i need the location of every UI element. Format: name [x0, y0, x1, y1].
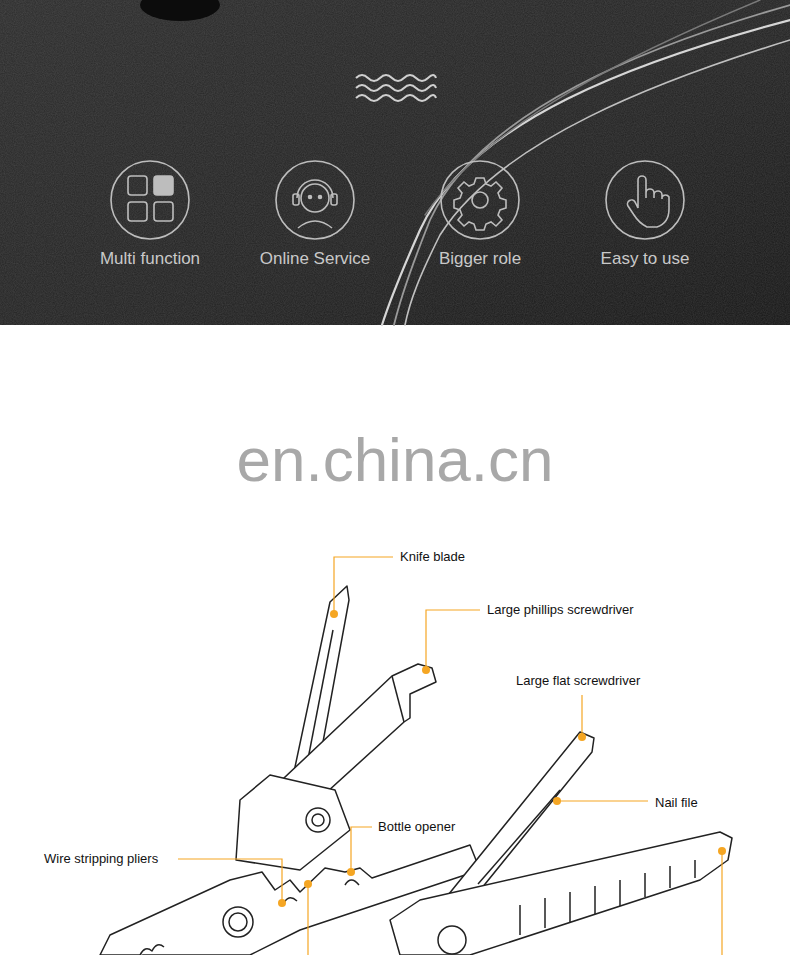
wave-icon	[356, 75, 436, 101]
wires	[382, 0, 790, 325]
part-name: Wire stripping pliers	[44, 851, 158, 866]
feature-label: Easy to use	[601, 249, 690, 269]
part-name: Nail file	[655, 795, 698, 810]
feature-label: Multi function	[100, 249, 200, 269]
multitool-drawing	[100, 586, 732, 955]
part-name: Bottle opener	[378, 819, 455, 834]
part-name: Knife blade	[400, 549, 465, 564]
feature-icons	[111, 161, 684, 239]
watermark: en.china.cn	[236, 424, 553, 495]
leader-lines	[178, 557, 722, 955]
callout-dots	[278, 610, 726, 907]
part-name: Large flat screwdriver	[516, 673, 640, 688]
banner-ground	[0, 0, 790, 325]
dark-blob	[140, 0, 220, 21]
part-name: Large phillips screwdriver	[487, 602, 634, 617]
stone-texture	[0, 0, 790, 325]
feature-label: Online Service	[260, 249, 371, 269]
feature-label: Bigger role	[439, 249, 521, 269]
